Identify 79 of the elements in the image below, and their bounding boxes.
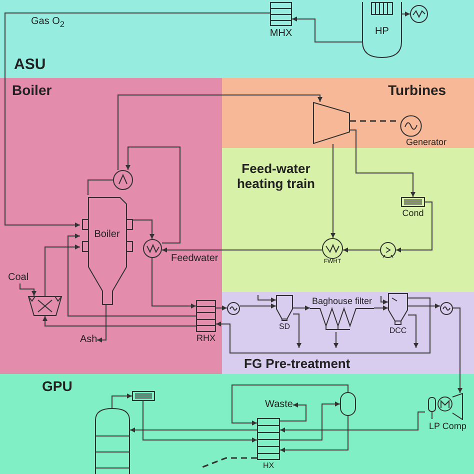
process-line: [216, 298, 430, 354]
process-line: [162, 248, 322, 252]
process-line: [112, 394, 132, 408]
heat-exchanger-icon: [227, 302, 240, 315]
section-heading: ASU: [14, 56, 46, 74]
process-line: [20, 283, 36, 296]
section-panel: [222, 78, 474, 148]
process-line: [396, 202, 432, 252]
heat-exchanger-icon: [113, 170, 133, 190]
process-line: [334, 332, 338, 348]
equipment-label: MHX: [270, 28, 292, 40]
process-line: [452, 308, 462, 394]
section-heading: GPU: [42, 378, 72, 394]
distillation-column: [95, 408, 130, 474]
process-line: [350, 130, 416, 198]
process-line: [88, 180, 114, 196]
stream-label: Ash: [80, 334, 98, 346]
process-line: [342, 248, 380, 252]
section-panel: [0, 0, 474, 78]
equipment-label: DCC: [389, 326, 407, 336]
process-line: [280, 416, 348, 452]
process-line: [280, 402, 306, 422]
heat-exchanger-icon: [143, 239, 162, 258]
dashed-line: [350, 120, 398, 122]
process-line: [408, 304, 440, 308]
equipment-label: HX: [262, 461, 274, 470]
drum-vessel-icon: [340, 392, 356, 416]
process-line: [118, 94, 322, 170]
process-line: [280, 402, 340, 440]
heat-exchanger-icon: [440, 302, 453, 315]
section-panel: [0, 374, 474, 474]
equipment-label: Generator: [406, 137, 447, 148]
process-line: [4, 12, 270, 228]
heat-exchanger-icon: [410, 5, 428, 23]
process-line: [258, 294, 276, 302]
process-line: [126, 146, 180, 244]
turbine-icon: [313, 102, 350, 144]
equipment-label: RHX: [196, 333, 216, 344]
process-line: [42, 316, 196, 326]
section-panel: [222, 292, 474, 374]
process-line: [374, 306, 388, 310]
equipment-label: Cond: [402, 208, 424, 218]
process-line: [408, 314, 418, 348]
dashed-line: [200, 457, 257, 469]
process-line: [232, 384, 348, 426]
process-line: [292, 314, 302, 348]
section-heading: Feed-water heating train: [236, 162, 316, 192]
process-line: [240, 304, 276, 308]
pump-icon: [380, 242, 396, 258]
process-line: [292, 16, 362, 42]
process-line: [216, 306, 228, 310]
process-line: [152, 258, 196, 308]
process-line: [280, 412, 426, 432]
process-line: [292, 306, 310, 310]
section-heading: Boiler: [12, 82, 52, 98]
section-panel: [0, 78, 222, 374]
process-line: [68, 234, 196, 316]
process-line: [380, 296, 388, 304]
process-line: [130, 428, 258, 432]
process-line: [142, 400, 258, 442]
section-panel: [222, 148, 474, 292]
section-heading: FG Pre-treatment: [244, 357, 350, 372]
cooler-icon: [132, 391, 155, 401]
edge-label: Gas O$_{2}$: [30, 16, 66, 30]
process-line: [96, 304, 106, 342]
equipment-label: LP Comp: [429, 421, 466, 432]
stream-label: Coal: [8, 272, 29, 284]
section-heading: Turbines: [388, 82, 446, 98]
equipment-label: Boiler: [94, 229, 120, 240]
mill-icon: [28, 296, 62, 316]
equipment-label: HP: [375, 26, 389, 38]
process-line: [330, 144, 336, 238]
stream-label: Waste: [265, 399, 293, 410]
edge-label: Feedwater: [170, 253, 220, 264]
equipment-label: Baghouse filter: [312, 296, 372, 306]
process-line: [402, 12, 410, 16]
process-line: [132, 220, 154, 240]
process-line: [44, 244, 80, 296]
equipment-label: SD: [278, 322, 290, 332]
